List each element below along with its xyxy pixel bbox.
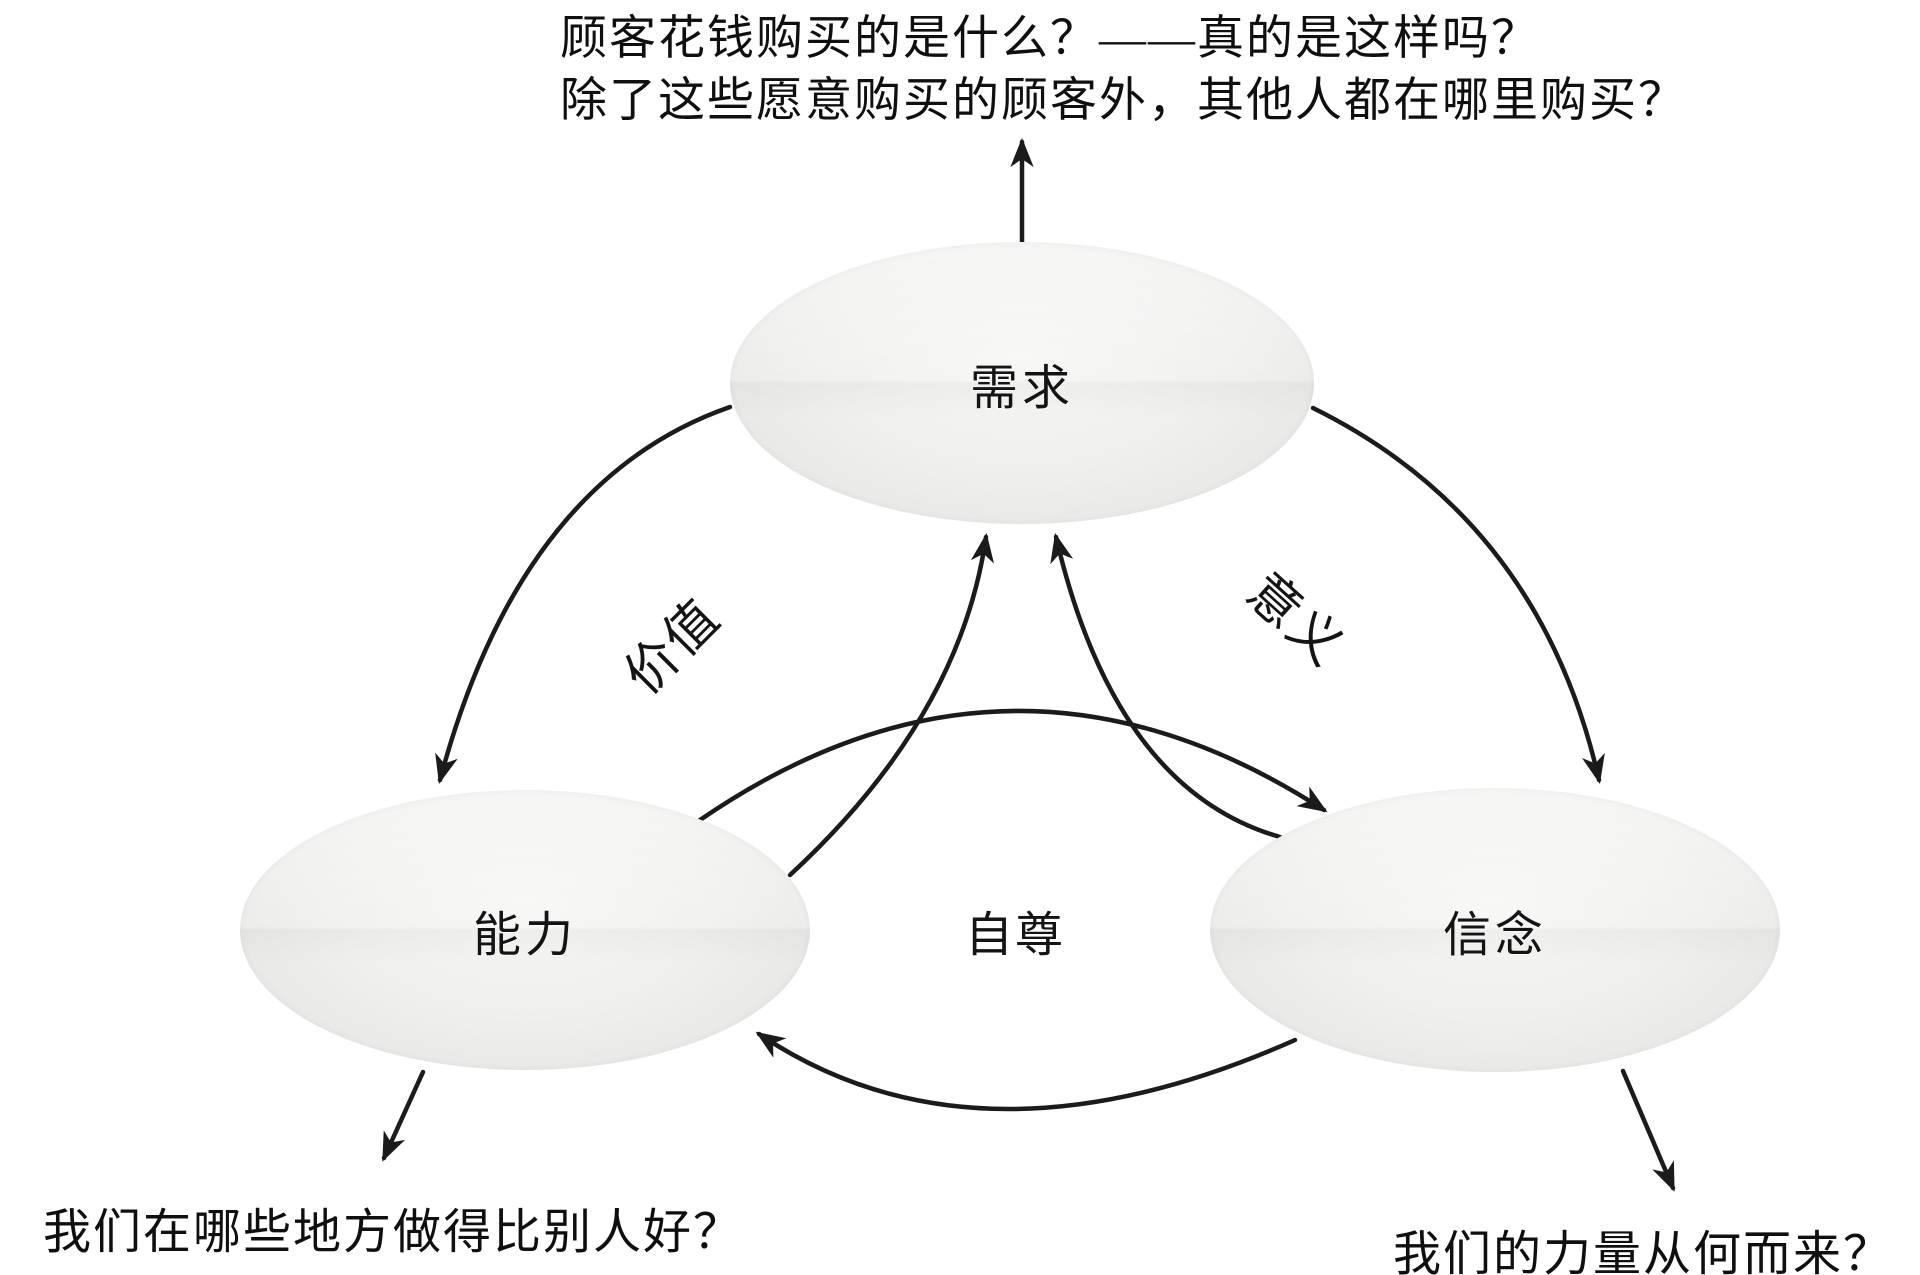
node-belief-label: 信念 <box>1442 909 1547 962</box>
node-demand: 需求 <box>730 242 1314 524</box>
top-question-line2: 除了这些愿意购买的顾客外，其他人都在哪里购买？ <box>560 75 1687 127</box>
top-question-line1: 顾客花钱购买的是什么？——真的是这样吗？ <box>560 13 1540 65</box>
arrow-belief-to-bottom-right-question <box>1620 1068 1676 1192</box>
node-ability: 能力 <box>240 790 810 1070</box>
arc-belief-to-ability <box>755 1031 1298 1112</box>
top-question-block: 顾客花钱购买的是什么？——真的是这样吗？ 除了这些愿意购买的顾客外，其他人都在哪… <box>560 8 1687 132</box>
arc-ability-to-belief <box>697 708 1328 823</box>
bottom-right-question: 我们的力量从何而来？ <box>1393 1228 1894 1275</box>
arrow-ability-to-bottom-left-question <box>381 1069 426 1162</box>
arc-value-demand-to-ability <box>435 404 733 784</box>
arc-meaning-demand-to-belief <box>1310 405 1605 784</box>
bottom-left-question: 我们在哪些地方做得比别人好？ <box>43 1206 744 1259</box>
node-ability-label: 能力 <box>472 909 577 962</box>
node-demand-label: 需求 <box>969 362 1074 415</box>
node-belief: 信念 <box>1210 788 1780 1072</box>
edge-label-self-esteem: 自尊 <box>964 909 1066 962</box>
arc-ability-to-demand <box>787 532 994 878</box>
arc-belief-to-demand <box>1050 533 1283 840</box>
